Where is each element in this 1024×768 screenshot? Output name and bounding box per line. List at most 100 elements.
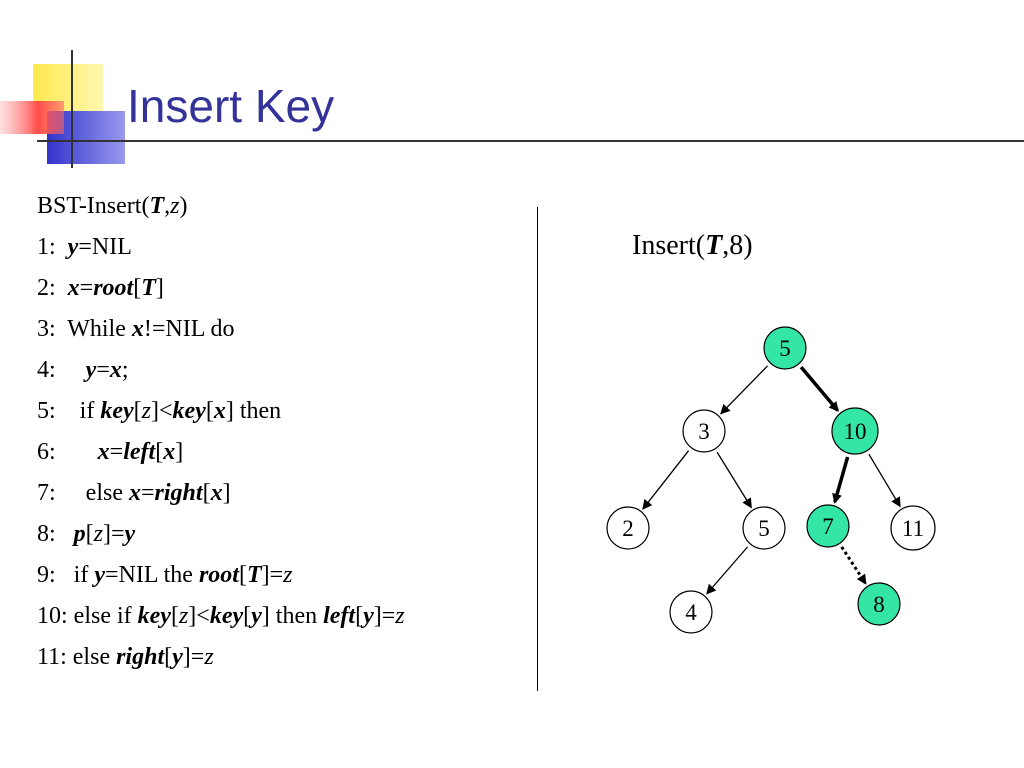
- code-token: ]<: [188, 603, 210, 629]
- code-line: 9: if y=NIL the root[T]=z: [37, 555, 405, 596]
- title-underline: [37, 140, 1024, 142]
- code-token: x: [97, 439, 110, 465]
- code-token: [: [170, 603, 179, 629]
- code-line: 8: p[z]=y: [37, 514, 405, 555]
- node-circle: [682, 409, 726, 453]
- code-token: key: [100, 398, 134, 424]
- column-divider: [537, 207, 538, 691]
- code-line: BST-Insert(T,z): [37, 186, 405, 227]
- code-token: [: [355, 603, 364, 629]
- node-circle: [890, 505, 936, 551]
- slide-title: Insert Key: [127, 80, 335, 132]
- code-token: =: [109, 439, 124, 465]
- node-label: 2: [622, 516, 634, 541]
- tree-node-n5: 5: [763, 326, 807, 370]
- code-token: 8:: [37, 521, 74, 547]
- code-token: y: [124, 521, 136, 547]
- code-token: x: [67, 275, 80, 301]
- code-token: y: [94, 562, 105, 588]
- tree-node-n5b: 5: [742, 506, 786, 550]
- code-token: 11: else: [37, 644, 117, 670]
- code-token: [: [133, 275, 142, 301]
- code-token: BST-Insert(: [37, 193, 150, 219]
- edge-n10-n7: [832, 456, 850, 504]
- code-token: root: [93, 275, 134, 301]
- code-token: z: [93, 521, 104, 547]
- code-token: right: [116, 644, 165, 670]
- code-token: [: [133, 398, 142, 424]
- code-token: !=NIL do: [143, 316, 235, 342]
- code-token: 2:: [37, 275, 68, 301]
- code-token: 1:: [37, 234, 68, 260]
- code-token: [: [205, 398, 214, 424]
- code-token: x: [213, 398, 226, 424]
- tree-node-n2: 2: [606, 506, 650, 550]
- code-token: =NIL the: [104, 562, 199, 588]
- code-token: x: [109, 357, 122, 383]
- code-token: x: [210, 480, 223, 506]
- code-token: y: [172, 644, 183, 670]
- code-token: ] then: [225, 398, 282, 424]
- code-token: z: [204, 644, 214, 670]
- code-line: 10: else if key[z]<key[y] then left[y]=z: [37, 596, 405, 637]
- red-bar: [0, 101, 64, 134]
- code-token: z: [178, 603, 189, 629]
- node-circle: [831, 407, 879, 455]
- code-line: 1: y=NIL: [37, 227, 405, 268]
- code-token: ]: [175, 439, 184, 465]
- node-label: 8: [873, 592, 885, 617]
- edge-n10-n11: [868, 453, 901, 508]
- node-label: 7: [822, 514, 834, 539]
- code-token: root: [198, 562, 239, 588]
- code-token: x: [128, 480, 141, 506]
- code-token: left: [123, 439, 156, 465]
- code-token: ]: [222, 480, 231, 506]
- title-decoration: [0, 50, 125, 168]
- code-token: ;: [121, 357, 129, 383]
- code-token: [: [155, 439, 164, 465]
- node-circle: [763, 326, 807, 370]
- caption-token: ,8): [722, 230, 753, 261]
- code-token: T: [141, 275, 156, 301]
- node-circle: [806, 504, 850, 548]
- code-token: [: [85, 521, 94, 547]
- code-token: key: [209, 603, 244, 629]
- edge-n3-n5b: [716, 451, 752, 509]
- edge-n5b-n4: [706, 546, 749, 595]
- node-label: 3: [698, 419, 710, 444]
- code-token: x: [163, 439, 176, 465]
- code-line: 3: While x!=NIL do: [37, 309, 405, 350]
- code-line: 4: y=x;: [37, 350, 405, 391]
- code-token: key: [137, 603, 171, 629]
- code-token: z: [141, 398, 151, 424]
- edge-n7-n8: [840, 546, 867, 585]
- edge-n5-n3: [720, 365, 769, 415]
- code-token: y: [251, 603, 262, 629]
- code-token: 7: else: [37, 480, 129, 506]
- code-token: key: [172, 398, 206, 424]
- caption-token: Insert(: [632, 230, 706, 261]
- code-token: =: [79, 275, 94, 301]
- code-token: [: [238, 562, 247, 588]
- node-label: 5: [779, 336, 791, 361]
- node-circle: [669, 590, 713, 634]
- caption-token: T: [705, 230, 723, 261]
- code-line: 7: else x=right[x]: [37, 473, 405, 514]
- edge-n5-n10: [799, 365, 839, 412]
- code-token: ]<: [150, 398, 173, 424]
- code-token: z: [283, 562, 293, 588]
- code-token: y: [85, 357, 97, 383]
- code-token: ,: [164, 193, 171, 219]
- code-token: T: [149, 193, 165, 219]
- code-token: y: [67, 234, 79, 260]
- code-token: 6:: [37, 439, 98, 465]
- code-token: =: [140, 480, 155, 506]
- code-token: ] then: [261, 603, 324, 629]
- code-token: [: [164, 644, 173, 670]
- code-token: p: [73, 521, 86, 547]
- code-token: 5: if: [37, 398, 101, 424]
- code-token: z: [170, 193, 180, 219]
- code-line: 2: x=root[T]: [37, 268, 405, 309]
- code-token: ]=: [373, 603, 396, 629]
